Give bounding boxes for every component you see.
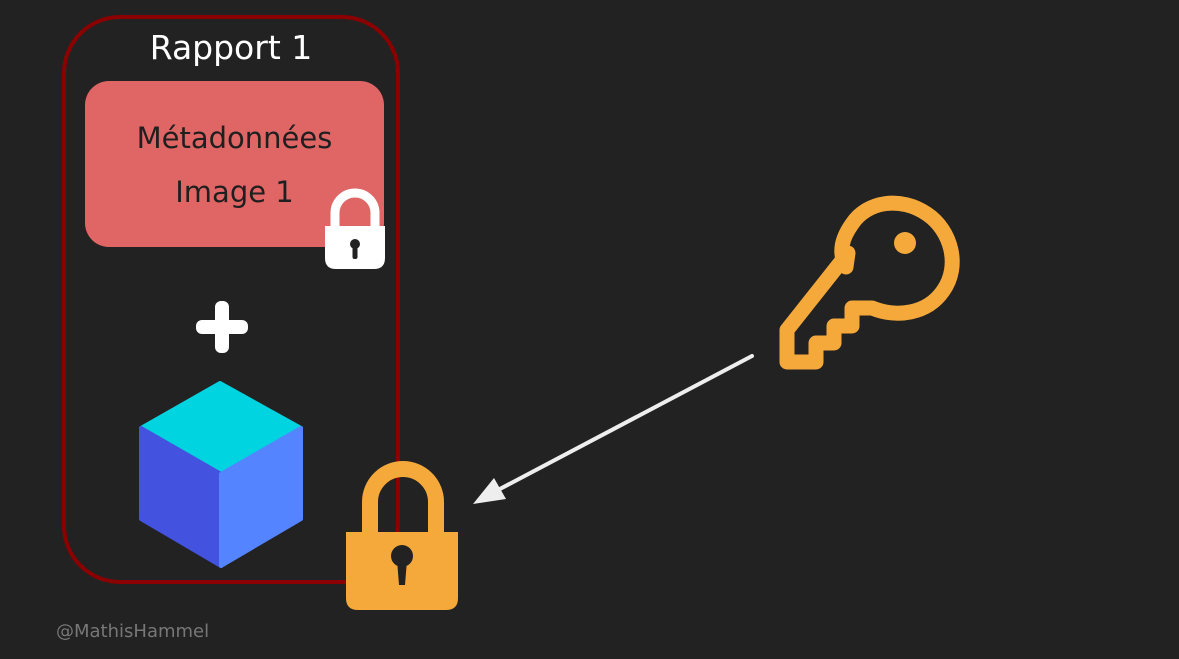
report-container xyxy=(62,15,400,584)
key-icon xyxy=(779,195,960,370)
report-title: Rapport 1 xyxy=(149,28,313,67)
metadata-box: Métadonnées Image 1 xyxy=(85,81,384,247)
arrow-icon xyxy=(473,354,754,504)
watermark: @MathisHammel xyxy=(56,621,210,642)
plus-icon xyxy=(196,301,248,353)
large-lock-icon xyxy=(346,461,458,610)
cube-icon xyxy=(139,381,303,568)
small-lock-icon xyxy=(325,188,385,269)
image-label: Image 1 xyxy=(175,175,294,209)
metadata-label: Métadonnées xyxy=(136,121,333,155)
